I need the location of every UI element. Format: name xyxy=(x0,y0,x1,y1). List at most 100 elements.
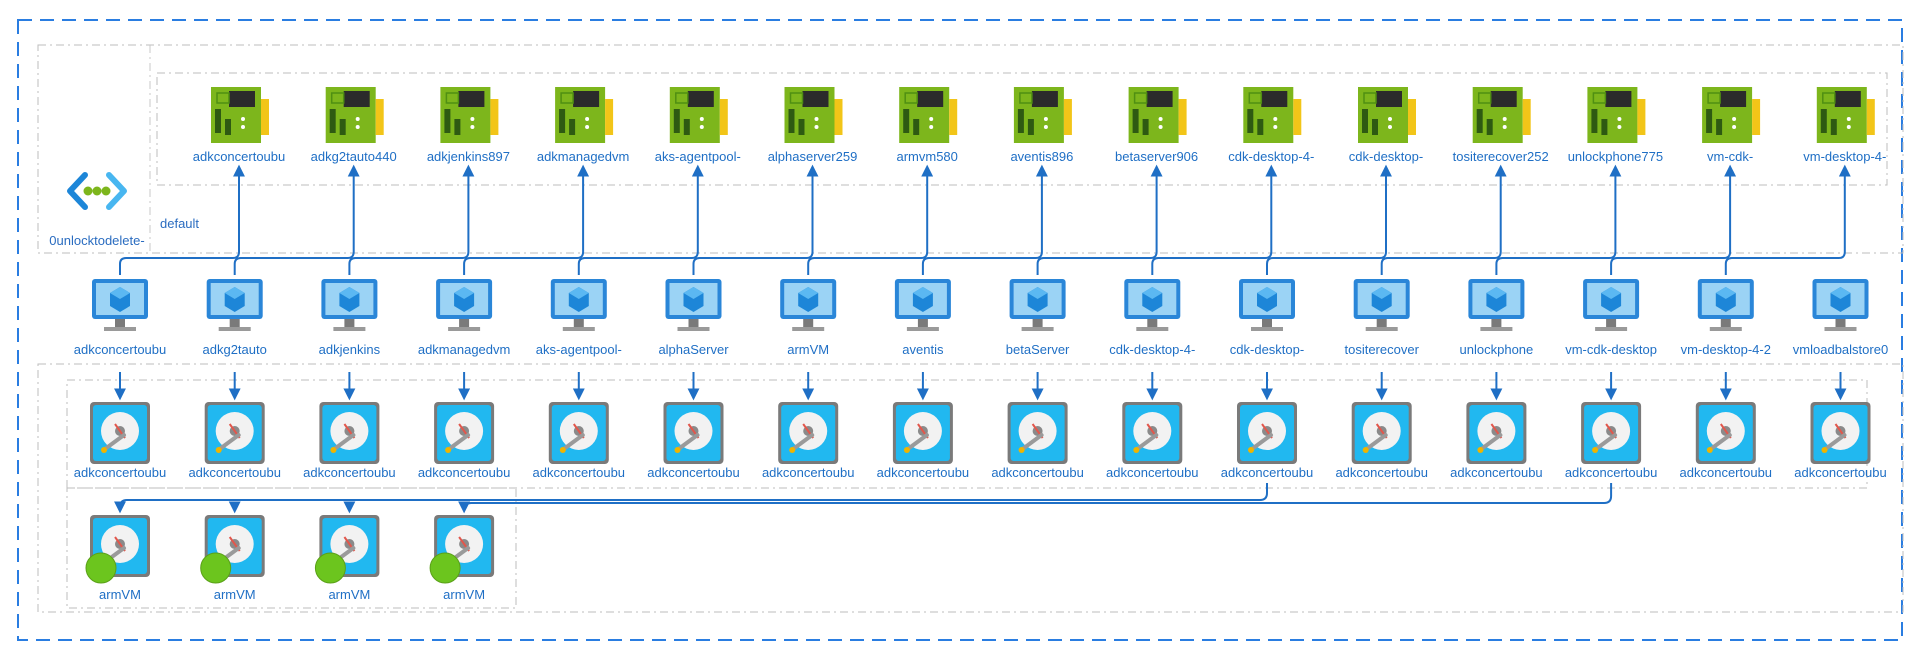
disk-label: adkconcertoubu xyxy=(1794,465,1887,480)
network-interface-icon[interactable] xyxy=(784,87,843,143)
virtual-machine-icon[interactable] xyxy=(1697,279,1754,331)
connector-vm-nic xyxy=(921,164,1048,275)
network-interface-icon[interactable] xyxy=(1358,87,1416,143)
virtual-machine-icon[interactable] xyxy=(665,279,722,331)
connector-vm-nic xyxy=(1380,164,1507,275)
vm-label: adkjenkins xyxy=(319,342,381,357)
virtual-machine-icon[interactable] xyxy=(894,279,951,331)
managed-disk-icon[interactable] xyxy=(1237,402,1297,464)
snapshot-group xyxy=(66,487,517,609)
connector-vm-nic xyxy=(1495,164,1622,275)
managed-disk-icon[interactable] xyxy=(778,402,839,464)
vm-label: adkconcertoubu xyxy=(74,342,167,357)
managed-disk-icon[interactable] xyxy=(1007,402,1068,464)
virtual-machine-icon[interactable] xyxy=(92,279,148,331)
vnet-icon[interactable] xyxy=(67,172,127,210)
connector-vm-nic xyxy=(1151,164,1278,275)
virtual-machine-icon[interactable] xyxy=(780,279,837,331)
nic-label: vm-desktop-4- xyxy=(1803,149,1886,164)
managed-disk-icon[interactable] xyxy=(85,515,150,584)
nic-label: cdk-desktop-4- xyxy=(1228,149,1314,164)
managed-disk-icon[interactable] xyxy=(1581,402,1642,464)
network-interface-icon[interactable] xyxy=(1587,87,1646,143)
managed-disk-icon[interactable] xyxy=(204,402,265,464)
connector-disk-snapshot xyxy=(463,483,1613,511)
managed-disk-icon[interactable] xyxy=(892,402,953,464)
network-interface-icon[interactable] xyxy=(555,87,614,143)
managed-disk-icon[interactable] xyxy=(1122,402,1183,464)
vnet-group xyxy=(37,44,1904,254)
virtual-machine-icon[interactable] xyxy=(436,279,493,331)
managed-disk-icon[interactable] xyxy=(1466,402,1527,464)
vm-label: tositerecover xyxy=(1344,342,1419,357)
nic-label: armvm580 xyxy=(896,149,957,164)
virtual-machine-icon[interactable] xyxy=(1468,279,1525,331)
nic-label: tositerecover252 xyxy=(1453,149,1549,164)
network-interface-icon[interactable] xyxy=(669,87,728,143)
network-interface-icon[interactable] xyxy=(1816,87,1875,143)
disk-label: adkconcertoubu xyxy=(1106,465,1199,480)
managed-disk-icon[interactable] xyxy=(1810,402,1871,464)
connector-vm-nic xyxy=(348,164,475,275)
disk-label: adkconcertoubu xyxy=(1221,465,1314,480)
virtual-machine-icon[interactable] xyxy=(206,279,263,331)
managed-disk-icon[interactable] xyxy=(548,402,609,464)
virtual-machine-icon[interactable] xyxy=(1124,279,1181,331)
managed-disk-icon[interactable] xyxy=(1695,402,1756,464)
connector-vm-nic xyxy=(1724,164,1851,275)
disk-label: adkconcertoubu xyxy=(1680,465,1773,480)
network-interface-icon[interactable] xyxy=(1472,87,1531,143)
virtual-machine-icon[interactable] xyxy=(321,279,378,331)
virtual-machine-icon[interactable] xyxy=(1583,279,1640,331)
network-interface-icon[interactable] xyxy=(211,87,269,143)
snapshot-disk-label: armVM xyxy=(99,587,141,602)
network-interface-icon[interactable] xyxy=(440,87,499,143)
disk-label: adkconcertoubu xyxy=(647,465,740,480)
managed-disk-icon[interactable] xyxy=(429,515,495,584)
nic-label: betaserver906 xyxy=(1115,149,1198,164)
virtual-machine-icon[interactable] xyxy=(1239,279,1295,331)
managed-disk-icon[interactable] xyxy=(90,402,150,464)
network-interface-icon[interactable] xyxy=(1702,87,1761,143)
vm-label: vmloadbalstore0 xyxy=(1793,342,1888,357)
network-interface-icon[interactable] xyxy=(1013,87,1072,143)
snapshot-disk-label: armVM xyxy=(214,587,256,602)
disk-row: adkconcertoubu adkconcertoubu adkconcertou… xyxy=(74,402,1887,480)
managed-disk-icon[interactable] xyxy=(314,515,380,584)
nic-label: adkconcertoubu xyxy=(193,149,286,164)
connector-vm-nic xyxy=(1036,164,1163,275)
network-interface-icon[interactable] xyxy=(325,87,384,143)
disk-label: adkconcertoubu xyxy=(1335,465,1428,480)
vm-label: vm-cdk-desktop xyxy=(1565,342,1657,357)
virtual-machine-icon[interactable] xyxy=(1353,279,1410,331)
virtual-machine-icon[interactable] xyxy=(550,279,607,331)
connector-vm-nic xyxy=(807,164,934,275)
network-interface-icon[interactable] xyxy=(1128,87,1187,143)
nic-label: unlockphone775 xyxy=(1568,149,1663,164)
managed-disk-icon[interactable] xyxy=(200,515,265,584)
subnet-name: default xyxy=(160,216,199,231)
vm-label: cdk-desktop-4- xyxy=(1109,342,1195,357)
nic-label: aks-agentpool- xyxy=(655,149,741,164)
managed-disk-icon[interactable] xyxy=(663,402,724,464)
network-interface-icon[interactable] xyxy=(1243,87,1302,143)
vm-label: aventis xyxy=(902,342,944,357)
nic-label: adkmanagedvm xyxy=(537,149,630,164)
nic-label: adkg2tauto440 xyxy=(311,149,397,164)
vm-label: unlockphone xyxy=(1460,342,1534,357)
nic-row: adkconcertoubu adkg2tauto440 adkjenkins897… xyxy=(193,87,1886,164)
vnet-name: 0unlocktodelete- xyxy=(49,233,144,248)
connector-vm-nic xyxy=(692,164,819,275)
vm-label: armVM xyxy=(787,342,829,357)
nic-label: cdk-desktop- xyxy=(1349,149,1423,164)
nic-label: adkjenkins897 xyxy=(427,149,510,164)
managed-disk-icon[interactable] xyxy=(1351,402,1412,464)
connector-vm-nic xyxy=(1610,164,1737,275)
managed-disk-icon[interactable] xyxy=(319,402,380,464)
managed-disk-icon[interactable] xyxy=(434,402,495,464)
virtual-machine-icon[interactable] xyxy=(1812,279,1869,331)
virtual-machine-icon[interactable] xyxy=(1009,279,1066,331)
network-interface-icon[interactable] xyxy=(899,87,958,143)
